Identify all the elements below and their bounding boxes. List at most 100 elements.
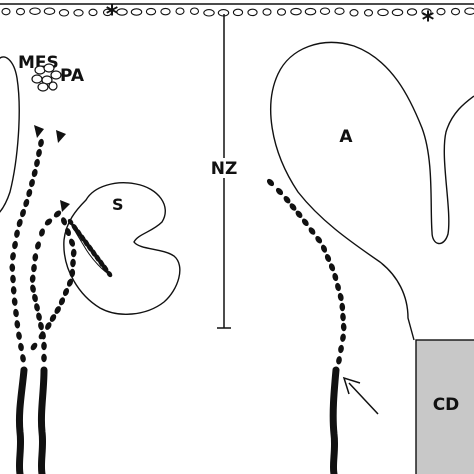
left-chain-2-cell [38,321,44,331]
s-dense-cell [94,254,100,261]
left-chain-1-cell [14,320,21,329]
asterisk-left: * [106,0,119,28]
surface-cell [450,7,461,16]
s-dense-cell [75,228,81,236]
nz-label-bg [210,158,238,178]
s-dense-cell [67,218,74,226]
left-chain-3-cell [54,306,61,314]
s-body-dense-cells [67,218,113,278]
right-chain-cell [339,302,346,312]
right-chain-cell [283,195,291,204]
a-lobe-outline [270,41,474,341]
surface-cell [406,8,418,16]
left-chain-3-cell [68,238,76,247]
surface-cell [43,7,56,15]
left-chain-2-cell [41,353,47,363]
left-chain-3-cell [38,331,46,340]
s-dense-cell [98,259,104,266]
surface-cell [232,8,244,17]
right-chain-cell [324,253,332,263]
left-chain-2-cell [30,284,36,293]
surface-cell [334,7,345,15]
surface-cell-row [1,7,474,17]
s-dense-cell [82,239,89,246]
surface-cell [88,8,98,17]
left-chain-1-cell [34,158,40,168]
surface-cell [189,7,200,15]
surface-cell [262,8,272,16]
right-chain-cell [340,333,346,342]
left-chain-3-cell [60,217,68,226]
right-chain-cell [336,356,342,365]
pointer-arrow-line [348,382,379,415]
surface-cell [58,9,70,17]
nz-label: NZ [211,159,238,179]
right-chain-cell [295,210,303,219]
left-chain-2-cell [36,312,42,321]
left-chain-1-cell [16,331,22,340]
cd-box [415,339,474,474]
left-chain-3-cell [45,322,52,330]
surface-cell [1,7,11,16]
s-dense-cell [90,249,97,256]
left-chain-2-cell [53,210,62,218]
surface-cell [304,7,317,16]
surface-cell [363,9,374,17]
surface-cell [175,7,185,15]
left-tubule-2 [37,366,48,474]
left-chain-1-cell [11,297,18,306]
left-chain-3-cell [70,258,76,268]
surface-cell [349,9,359,17]
surface-cell [130,8,143,16]
left-chain-1-cell [36,148,42,158]
s-dense-cell [86,244,93,251]
a-label: A [339,127,353,147]
left-chain-1-cell [9,263,16,272]
left-chain-3-cell [70,248,77,258]
left-chain-1-cell [20,208,26,218]
left-chain-1-cell [10,274,16,284]
pa-label: PA [60,66,85,86]
right-chain-cell [328,263,336,272]
left-chain-1-cell [23,198,30,208]
surface-cell [464,7,474,15]
surface-cell [421,8,432,16]
left-chain-2-cell [44,218,53,226]
left-chain-1-cell [29,178,35,188]
left-chain-2-cell [34,303,40,312]
s-dense-cell [101,264,108,271]
right-chain-cell [340,322,347,332]
left-chain-1-cell [18,342,24,352]
left-chain-3-cell [62,287,70,297]
s-dense-cell [71,223,78,231]
surface-cell [29,7,41,15]
left-chain-2-cell [41,341,47,351]
surface-cell [319,7,331,15]
surface-cell [391,8,404,17]
right-cell-chain [266,178,347,365]
arrowhead-1 [34,125,44,138]
right-chain-cell [289,203,297,211]
surface-cell [247,8,258,17]
right-chain-cell [338,344,344,354]
left-chain-1-cell [14,229,20,238]
surface-cell [203,9,215,17]
left-chain-1-cell [10,286,17,295]
surface-cell [160,7,171,16]
left-chain-3-cell [30,342,38,351]
surface-cell [276,8,287,16]
right-chain-cell [308,227,316,235]
s-label: S [112,195,124,214]
left-chain-1-cell [12,240,18,250]
surface-cell [15,7,26,16]
right-chain-cell [337,292,344,302]
s-body-outline [63,182,181,315]
right-chain-cell [275,187,284,196]
left-chain-1-cell [13,308,19,318]
surface-cell [145,7,157,16]
asterisk-right: * [422,6,435,34]
left-chain-2-cell [29,274,36,283]
right-chain-cell [301,218,309,227]
left-chain-3-cell [69,268,76,278]
